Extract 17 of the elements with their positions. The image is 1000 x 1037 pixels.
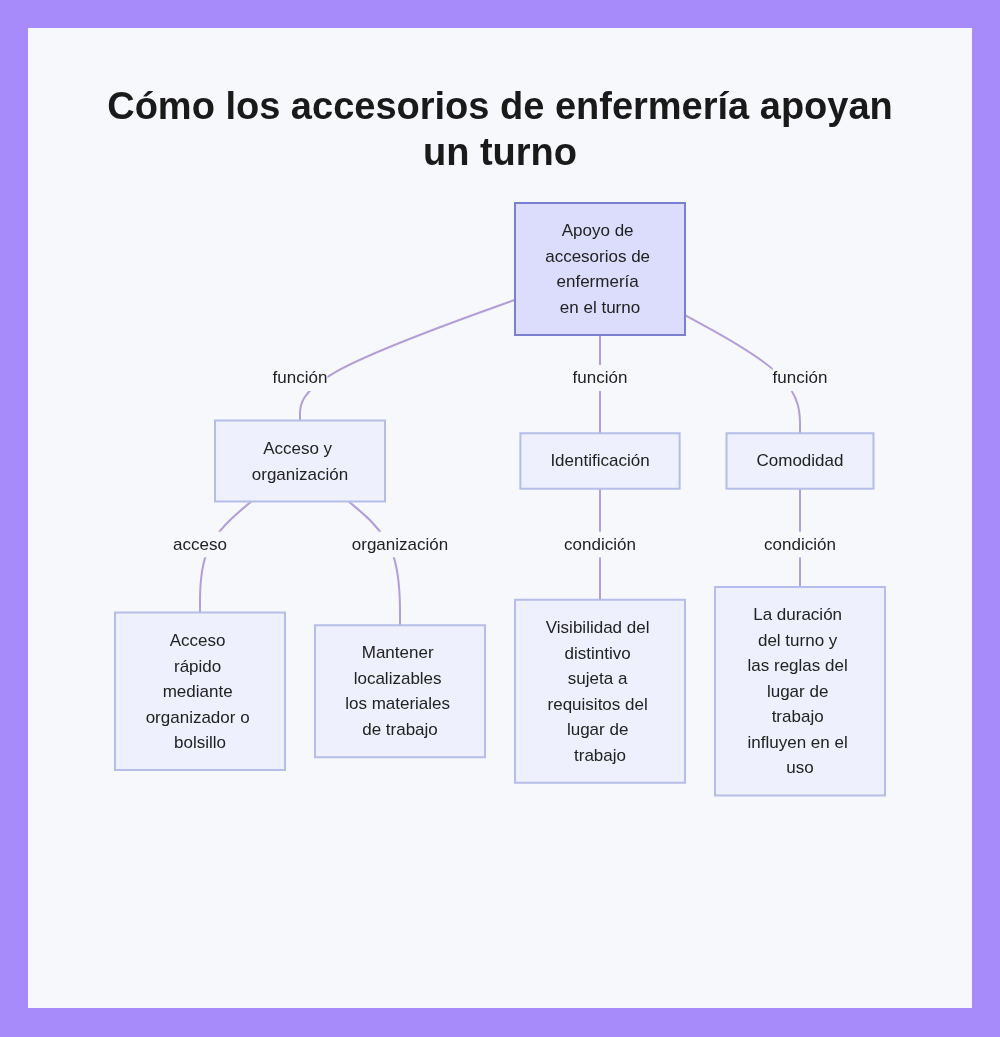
edge-label: acceso xyxy=(173,534,227,554)
node-box: Acceso y organización xyxy=(214,419,386,503)
edge-label: organización xyxy=(351,534,449,554)
node-box: La duración del turno y las reglas del lugar de trabajo influyen en el uso xyxy=(714,586,886,797)
connector xyxy=(299,299,516,422)
diagram-title: Cómo los accesorios de enfermería apoyan un turno xyxy=(106,84,894,175)
edge-label: función xyxy=(772,368,828,388)
edge-label: función xyxy=(572,368,628,388)
node-box: Comodidad xyxy=(725,432,875,490)
node-box: Identificación xyxy=(519,432,681,490)
node-box: Apoyo de accesorios de enfermería en el turno xyxy=(514,202,686,337)
edge-label: condición xyxy=(564,534,636,554)
node-box: Visibilidad del distintivo sujeta a requisitos del lugar de trabajo xyxy=(514,598,686,784)
edge-label: condición xyxy=(764,534,836,554)
edge-label: función xyxy=(272,368,328,388)
node-box: Mantener localizables los materiales de trabajo xyxy=(314,624,486,759)
node-box: Acceso rápido mediante organizador o bolsillo xyxy=(114,611,286,772)
